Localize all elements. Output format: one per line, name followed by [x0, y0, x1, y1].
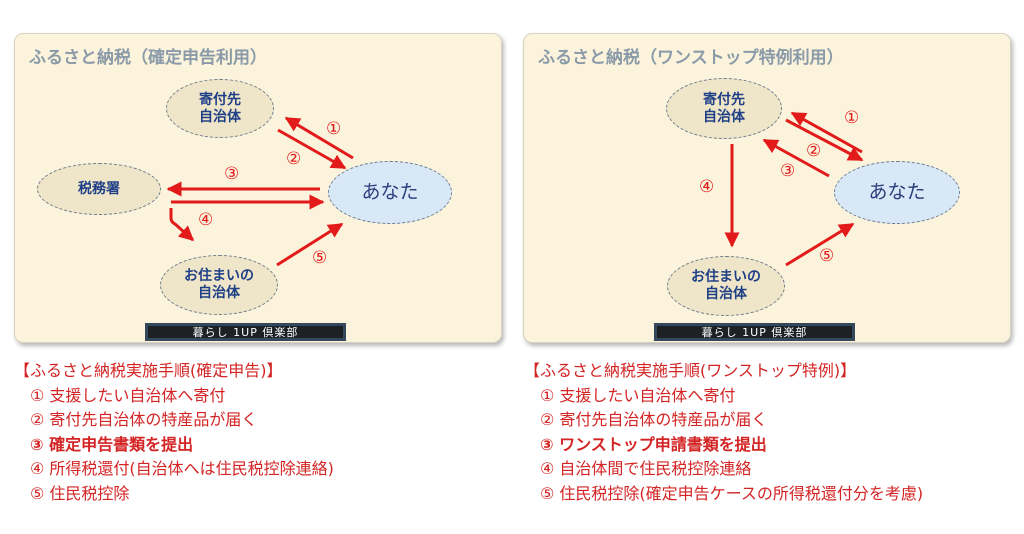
- step-1: ① 支援したい自治体へ寄付: [540, 385, 736, 405]
- panel-title: ふるさと納税（確定申告利用）: [29, 48, 267, 68]
- diagram-panel-one-stop: ふるさと納税（ワンストップ特例利用） 寄付先 自治体 あなた お住まいの 自治体…: [523, 33, 1011, 343]
- brand-banner: 暮らし 1UP 倶楽部: [145, 323, 346, 341]
- node-label: あなた: [868, 181, 926, 204]
- node-residence-municipality: お住まいの 自治体: [160, 255, 278, 315]
- step-5: ⑤ 住民税控除(確定申告ケースの所得税還付分を考慮): [540, 483, 924, 503]
- arrow-1: [790, 111, 863, 154]
- node-label: お住まいの 自治体: [184, 268, 254, 301]
- arrow-label-5: ⑤: [312, 248, 327, 268]
- step-1: ① 支援したい自治体へ寄付: [30, 385, 226, 405]
- steps-list-tax-return: 【ふるさと納税実施手順(確定申告)】 ① 支援したい自治体へ寄付 ② 寄付先自治…: [14, 359, 334, 506]
- arrow-1: [284, 116, 354, 160]
- arrow-5: [785, 222, 855, 267]
- step-4: ④ 所得税還付(自治体へは住民税控除連絡): [30, 459, 334, 478]
- arrow-label-1: ①: [844, 108, 859, 128]
- arrow-label-3: ③: [224, 164, 239, 184]
- arrow-label-4: ④: [198, 210, 213, 230]
- arrow-4: [169, 208, 195, 242]
- node-label: お住まいの 自治体: [691, 269, 761, 302]
- arrow-label-1: ①: [326, 119, 341, 139]
- node-tax-office: 税務署: [37, 163, 161, 215]
- node-you: あなた: [328, 161, 452, 224]
- diagram-panel-tax-return: ふるさと納税（確定申告利用） 寄付先 自治体 税務署 あなた お住まいの 自治体…: [14, 33, 502, 343]
- step-4: ④ 自治体間で住民税控除連絡: [540, 459, 752, 478]
- arrow-label-3: ③: [780, 161, 795, 181]
- steps-list-one-stop: 【ふるさと納税実施手順(ワンストップ特例)】 ① 支援したい自治体へ寄付 ② 寄…: [524, 359, 923, 506]
- steps-heading: 【ふるさと納税実施手順(ワンストップ特例)】: [524, 361, 857, 380]
- step-3: ③ ワンストップ申請書類を提出: [540, 434, 767, 454]
- step-2: ② 寄付先自治体の特産品が届く: [30, 410, 258, 429]
- steps-heading: 【ふるさと納税実施手順(確定申告)】: [14, 361, 283, 380]
- node-label: 寄付先 自治体: [703, 91, 745, 125]
- node-label: 税務署: [78, 180, 120, 197]
- node-donation-municipality: 寄付先 自治体: [666, 78, 782, 139]
- step-5: ⑤ 住民税控除: [30, 483, 130, 503]
- node-residence-municipality: お住まいの 自治体: [667, 256, 785, 316]
- arrow-label-2: ②: [286, 149, 301, 169]
- node-label: 寄付先 自治体: [199, 91, 241, 125]
- step-2: ② 寄付先自治体の特産品が届く: [540, 410, 768, 429]
- arrow-5: [276, 222, 344, 267]
- panel-title: ふるさと納税（ワンストップ特例利用）: [538, 48, 844, 68]
- brand-banner: 暮らし 1UP 倶楽部: [654, 323, 855, 341]
- node-label: あなた: [361, 181, 419, 204]
- arrow-label-4: ④: [699, 177, 714, 197]
- arrows-layer: ① ② ③ ④ ⑤: [699, 108, 864, 267]
- arrows-layer: ① ② ③ ④ ⑤: [166, 116, 354, 268]
- arrow-label-2: ②: [806, 141, 821, 161]
- node-you: あなた: [834, 161, 960, 224]
- arrow-3: [762, 138, 830, 178]
- arrow-2: [277, 128, 347, 170]
- arrow-2: [785, 118, 864, 162]
- step-3: ③ 確定申告書類を提出: [30, 434, 194, 454]
- arrow-label-5: ⑤: [819, 246, 834, 266]
- node-donation-municipality: 寄付先 自治体: [166, 79, 274, 138]
